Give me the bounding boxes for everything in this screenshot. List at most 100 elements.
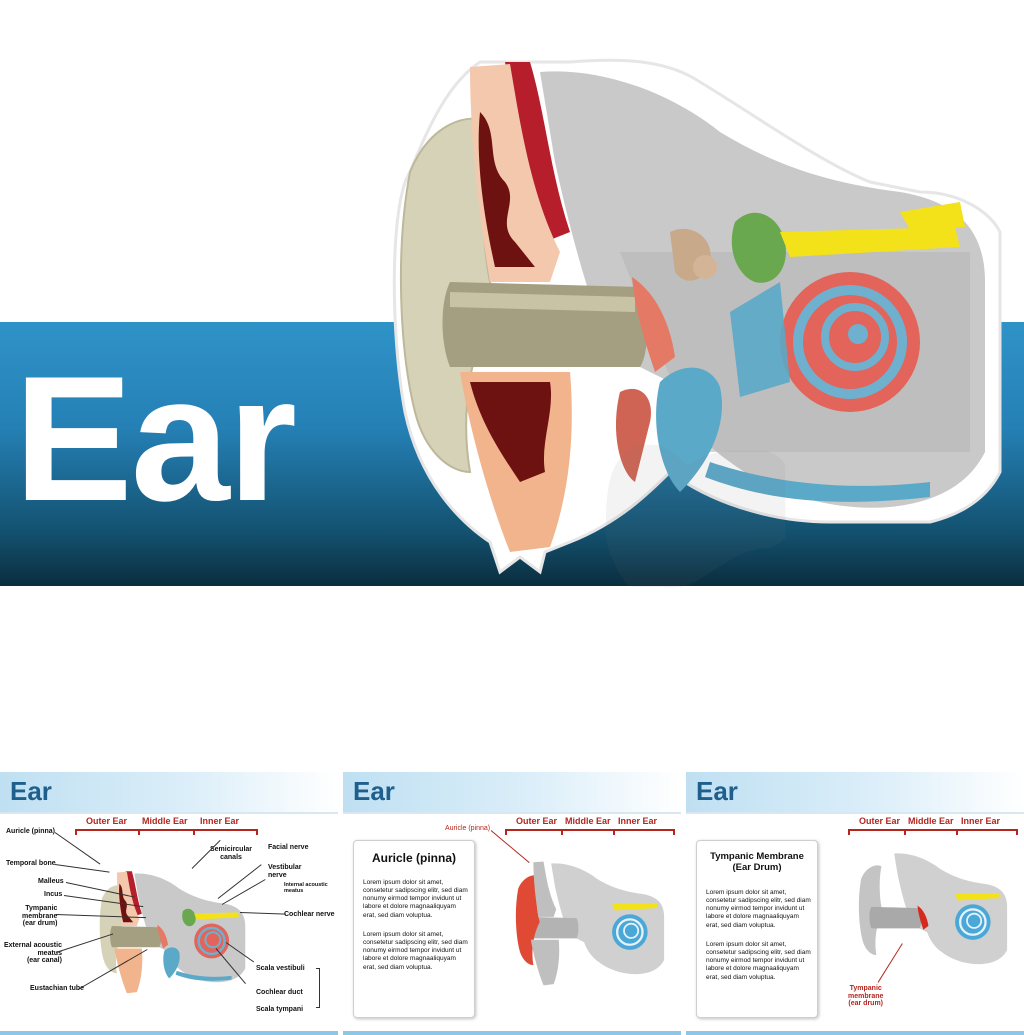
label-line: canals [220,853,242,861]
section-inner-ear: Inner Ear [961,816,1001,826]
ear-section-bar: Outer Ear Middle Ear Inner Ear [0,814,338,835]
section-tick [193,829,195,835]
carotid-vessel [615,388,651,482]
section-inner-ear: Inner Ear [618,816,658,826]
slide-header-divider [343,812,681,814]
slide-header [686,772,1024,812]
panel-title: Tympanic Membrane (Ear Drum) [697,851,817,873]
label-line: Internal acoustic [284,882,328,888]
section-tick [904,829,906,835]
slide-header [0,772,338,812]
eustachian-tube [656,367,722,492]
label-cochlear-duct: Cochlear duct [256,989,303,996]
cochlea-spiral-2 [821,303,889,371]
label-line: membrane [22,912,58,920]
section-tick [561,829,563,835]
label-vestibular-nerve: Vestibular nerve [268,864,301,879]
label-line: (ear drum) [848,1000,884,1008]
section-middle-ear: Middle Ear [142,816,188,826]
section-line [75,829,257,831]
slide-footer [686,1031,1024,1035]
tympanic-membrane [632,277,675,372]
section-line [505,829,675,831]
callout-tympanic-membrane: Tympanic membrane (ear drum) [848,985,883,1008]
slide-title: Ear [696,776,738,806]
slide-title: Ear [10,776,52,806]
panel-paragraph: Lorem ipsum dolor sit amet, consetetur s… [706,889,811,929]
section-tick [75,829,77,835]
section-middle-ear: Middle Ear [565,816,611,826]
label-line: nerve [268,871,287,879]
label-line: membrane [848,992,884,1000]
slide-header-divider [686,812,1024,814]
label-scala-vestibuli: Scala vestibuli [256,965,305,972]
label-line: meatus [37,949,62,957]
label-line: External acoustic [4,942,62,949]
section-tick [956,829,958,835]
label-auricle: Auricle (pinna) [6,828,56,835]
cochlea-spiral-1 [793,285,907,399]
callout-auricle: Auricle (pinna) [445,825,491,832]
slide-title: Ear [353,776,395,806]
lower-blue-channel [705,462,930,502]
cochlea-center [848,324,868,344]
upper-dark-tissue [478,112,535,267]
section-tick [256,829,258,835]
section-outer-ear: Outer Ear [86,816,128,826]
panel-title-line: Tympanic Membrane [710,851,804,862]
section-tick [673,829,675,835]
skin-red-layer [505,62,570,242]
label-line: (ear canal) [26,957,62,965]
section-tick [1016,829,1018,835]
label-semicircular-canals: Semicircular canals [210,846,252,861]
ear-diagram-tympanic-highlight [858,853,1008,965]
facial-nerve-branch [900,202,965,230]
inner-blue-canal [730,282,790,397]
slide-thumbnail-tympanic-membrane[interactable]: Ear Outer Ear Middle Ear Inner Ear Tympa… [686,772,1024,1035]
label-facial-nerve: Facial nerve [268,844,309,851]
label-bracket [316,968,320,1008]
label-malleus: Malleus [38,878,64,885]
section-tick [505,829,507,835]
panel-paragraph: Lorem ipsum dolor sit amet, consetetur s… [363,931,468,971]
vestibulocochlear-nerve [780,227,960,257]
hero-reflection [605,444,786,588]
ear-canal-highlight [450,292,635,312]
label-scala-tympani: Scala tympani [256,1006,304,1013]
info-panel: Auricle (pinna) Lorem ipsum dolor sit am… [353,840,475,1018]
ear-diagram-auricle-highlight [515,861,665,986]
slide-footer [0,1031,338,1035]
panel-paragraph: Lorem ipsum dolor sit amet, consetetur s… [363,879,468,919]
panel-paragraph: Lorem ipsum dolor sit amet, consetetur s… [706,941,811,981]
label-cochlear-nerve: Cochlear nerve [284,911,335,918]
label-tympanic-membrane: Tympanic membrane (ear drum) [22,905,57,928]
ear-section-bar: Outer Ear Middle Ear Inner Ear [343,814,681,835]
label-line: (ear drum) [22,920,58,928]
section-outer-ear: Outer Ear [859,816,901,826]
ossicle-incus [693,255,717,279]
ear-anatomy-illustration [392,58,1002,575]
section-outer-ear: Outer Ear [516,816,558,826]
section-inner-ear: Inner Ear [200,816,240,826]
info-panel: Tympanic Membrane (Ear Drum) Lorem ipsum… [696,840,818,1018]
label-internal-acoustic-meatus: Internal acoustic meatus [284,882,328,894]
label-incus: Incus [44,891,63,898]
panel-title-line: (Ear Drum) [732,862,782,873]
label-line: Tympanic [849,985,882,992]
label-line: Tympanic [25,905,58,912]
section-tick [848,829,850,835]
slide-footer [343,1031,681,1035]
label-line: meatus [284,888,304,895]
slide-thumbnail-labeled-diagram[interactable]: Ear Outer Ear Middle Ear Inner Ear Auric… [0,772,338,1035]
ear-diagram-small [99,871,246,994]
label-temporal-bone: Temporal bone [6,860,56,867]
label-eustachian-tube: Eustachian tube [30,985,85,992]
hero-title: Ear [14,339,297,538]
vestibule [731,212,786,283]
slide-header [343,772,681,812]
lower-dark-tissue [470,382,552,482]
panel-title: Auricle (pinna) [371,851,456,865]
label-line: Vestibular [268,864,302,871]
slide-thumbnail-auricle[interactable]: Ear Outer Ear Middle Ear Inner Ear Auric… [343,772,681,1035]
hero-banner: Ear [0,58,1024,588]
